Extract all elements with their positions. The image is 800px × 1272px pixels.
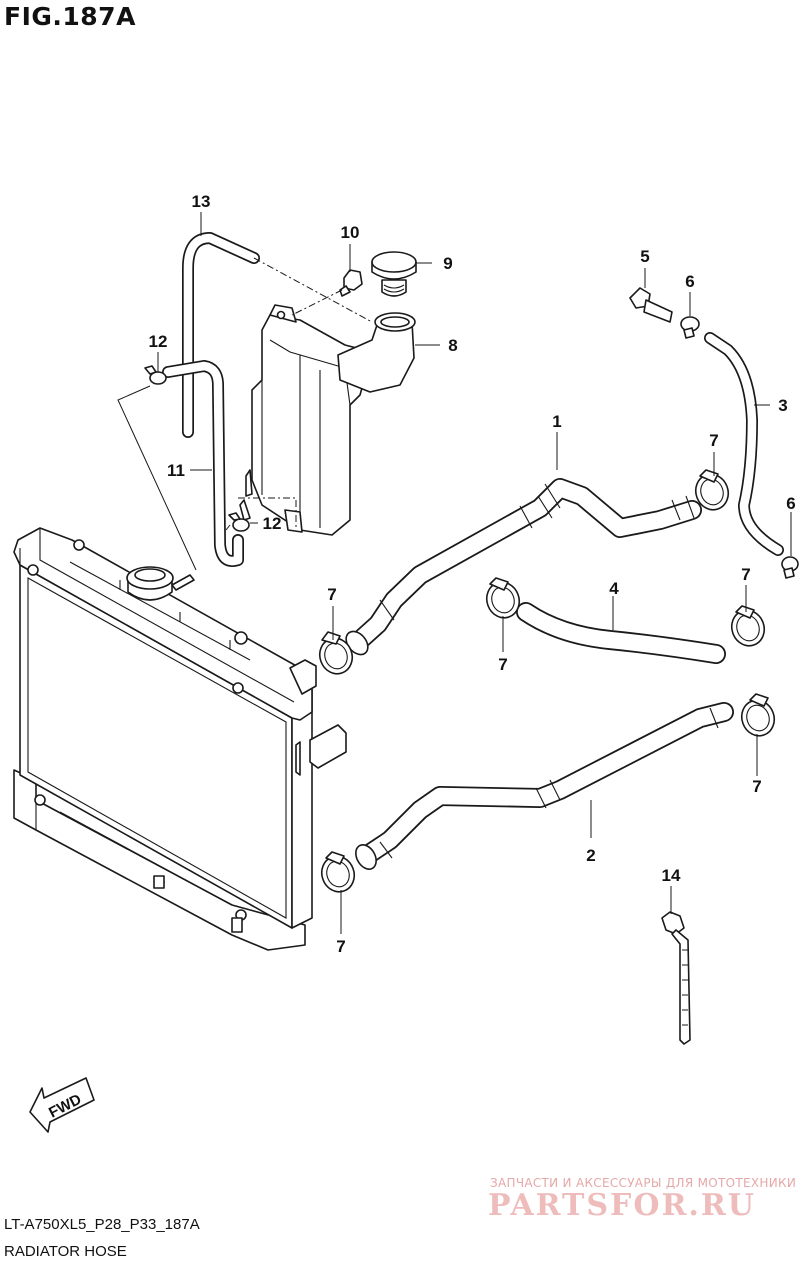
watermark-tagline: ЗАПЧАСТИ И АКСЕССУАРЫ ДЛЯ МОТОТЕХНИКИ: [490, 1176, 797, 1190]
callout-11: 11: [167, 461, 185, 480]
callout-6-lower: 6: [786, 494, 795, 513]
hose-2: [355, 702, 734, 870]
clamp-7-e: [740, 693, 776, 737]
hose-11: [162, 360, 244, 567]
clamp-7-d: [730, 605, 766, 647]
reservoir-tank: [239, 304, 416, 536]
fwd-arrow: FWD: [29, 1077, 95, 1133]
callout-3: 3: [778, 396, 787, 415]
callout-10: 10: [341, 223, 360, 242]
callout-7-f: 7: [336, 937, 345, 956]
clamp-6-upper: [680, 316, 700, 339]
callout-7-e: 7: [752, 777, 761, 796]
callout-7-d: 7: [741, 565, 750, 584]
watermark-logo: PARTSFOR.RU: [488, 1188, 756, 1223]
callout-labels: 1 2 3 4 5 6 6 7 7 7 7 7 7 8 9 10 11 12 1…: [149, 192, 796, 956]
callout-12-upper: 12: [149, 332, 168, 351]
tank-bolt: [339, 269, 363, 297]
callout-12-lower: 12: [263, 514, 282, 533]
hose-4: [516, 602, 726, 664]
clamp-12-lower: [228, 512, 250, 532]
hose-13: [182, 232, 260, 438]
radiator: [13, 527, 347, 951]
callout-5: 5: [640, 247, 649, 266]
model-code: LT-A750XL5_P28_P33_187A: [4, 1216, 200, 1233]
clamp-7-f: [320, 851, 356, 893]
clamp-6-lower: [781, 556, 799, 579]
tank-cap: [371, 251, 417, 297]
callout-13: 13: [192, 192, 211, 211]
callout-7-b: 7: [709, 431, 718, 450]
clamp-7-a: [318, 631, 354, 675]
callout-4: 4: [609, 579, 619, 598]
callout-8: 8: [448, 336, 457, 355]
section-name: RADIATOR HOSE: [4, 1243, 127, 1260]
callout-1: 1: [552, 412, 561, 431]
leader-lines: [117, 212, 792, 934]
callout-7-c: 7: [498, 655, 507, 674]
callout-14: 14: [662, 866, 681, 885]
callout-2: 2: [586, 846, 595, 865]
figure-title: FIG.187A: [4, 2, 136, 31]
clamp-7-b: [694, 469, 730, 511]
hose-1: [345, 478, 702, 656]
callout-6-upper: 6: [685, 272, 694, 291]
cable-tie-14: [661, 911, 691, 1045]
hose-3: [704, 332, 784, 556]
union-fitting-5: [629, 287, 673, 323]
callout-7-a: 7: [327, 585, 336, 604]
clamp-12-upper: [144, 365, 167, 385]
clamp-7-c: [485, 577, 521, 619]
assembly-lines: [225, 257, 373, 531]
callout-9: 9: [443, 254, 452, 273]
